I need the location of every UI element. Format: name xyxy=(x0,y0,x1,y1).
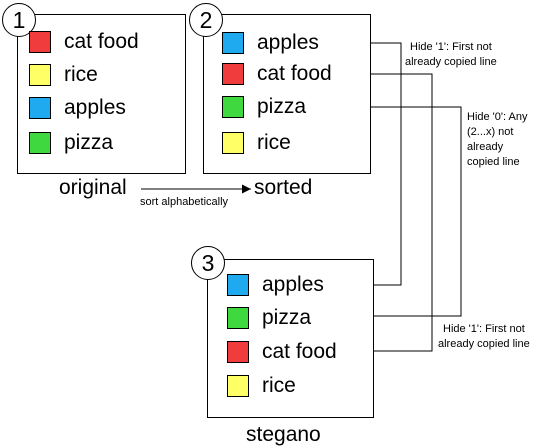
green-swatch xyxy=(222,96,244,118)
item-label: apples xyxy=(64,96,126,119)
note-hide-1-bottom-line2: already copied line xyxy=(438,338,530,350)
note-hide-0-line4: copied line xyxy=(467,156,520,168)
caption-sorted: sorted xyxy=(254,176,313,199)
red-swatch xyxy=(29,31,51,53)
yellow-swatch xyxy=(29,64,51,86)
note-hide-1-top-line2: already copied line xyxy=(405,56,497,68)
connector-cat-food xyxy=(344,73,433,356)
note-hide-0-line2: (2...x) not xyxy=(467,126,514,138)
caption-original: original xyxy=(59,176,127,199)
item-label: apples xyxy=(262,273,324,296)
note-hide-1-top-line1: Hide '1': First not xyxy=(410,41,492,53)
caption-stegano: stegano xyxy=(246,423,321,446)
item-label: rice xyxy=(64,63,98,86)
item-label: rice xyxy=(257,131,291,154)
item-label: rice xyxy=(262,374,296,397)
yellow-swatch xyxy=(227,375,249,397)
item-label: apples xyxy=(257,31,319,54)
note-hide-0-line1: Hide '0': Any xyxy=(467,111,528,123)
panel-number-badge: 2 xyxy=(189,3,223,37)
item-label: cat food xyxy=(262,340,337,363)
item-label: pizza xyxy=(64,131,114,154)
panel-number-badge: 3 xyxy=(191,246,225,280)
item-label: pizza xyxy=(257,95,307,118)
connector-pizza xyxy=(325,106,462,321)
red-swatch xyxy=(227,341,249,363)
green-swatch xyxy=(227,307,249,329)
blue-swatch xyxy=(222,32,244,54)
item-label: pizza xyxy=(262,306,312,329)
note-hide-1-bottom-line1: Hide '1': First not xyxy=(443,323,525,335)
sort-arrow-label: sort alphabetically xyxy=(140,196,229,208)
blue-swatch xyxy=(227,274,249,296)
item-label: cat food xyxy=(257,62,332,85)
item-label: cat food xyxy=(64,30,139,53)
red-swatch xyxy=(222,63,244,85)
yellow-swatch xyxy=(222,132,244,154)
note-hide-0-line3: already xyxy=(467,141,504,153)
green-swatch xyxy=(29,132,51,154)
blue-swatch xyxy=(29,97,51,119)
